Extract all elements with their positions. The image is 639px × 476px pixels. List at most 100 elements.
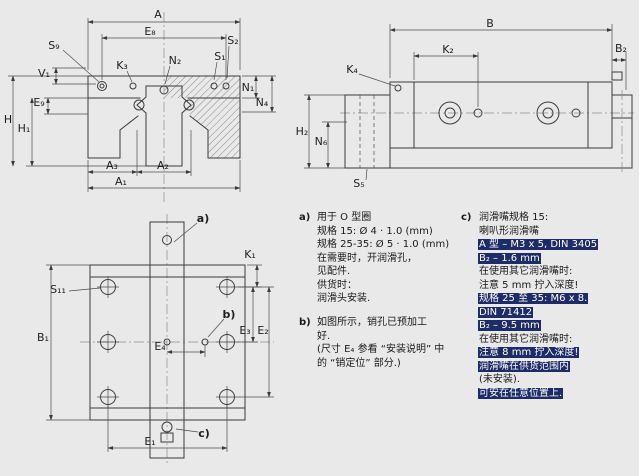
note-a: a) 用于 O 型圈 规格 15: Ø 4 · 1.0 (mm) 规格 25-3…: [299, 211, 467, 306]
note-line: 润滑嘴在供货范围内: [478, 360, 570, 372]
note-line: 可安在任意位置上.: [478, 387, 564, 399]
bolt-hole: [438, 101, 462, 125]
note-c: c) 润滑嘴规格 15: 喇叭形润滑嘴 A 型 – M3 x 5, DIN 34…: [461, 211, 637, 400]
dim-label-N4: N₄: [256, 96, 269, 109]
note-line: 注意 8 mm 拧入深度!: [478, 347, 580, 358]
rail-hole-top: [162, 235, 172, 245]
note-c-marker: c): [461, 212, 472, 223]
mounting-holes: [97, 276, 238, 408]
note-line: 供货时：: [317, 279, 357, 291]
lube-nipple: [611, 71, 623, 81]
dim-label-N2: N₂: [169, 54, 182, 67]
hole-n2: [159, 85, 169, 95]
note-line: 如图所示，销孔已预加工: [317, 317, 427, 328]
note-line: (未安装).: [479, 374, 520, 385]
dim-label-K3: K₃: [116, 59, 128, 72]
dim-label-H: H: [4, 113, 12, 126]
section-hatch: [164, 76, 240, 158]
bolt-hole: [536, 101, 560, 125]
side-dimensions: B K₂ B₂ K₄ H₂ N₆ S₅: [296, 17, 627, 190]
side-view: [340, 71, 634, 172]
dim-label-B1: B₁: [37, 331, 49, 344]
hole-k3: [129, 82, 137, 90]
dim-label-S11: S₁₁: [50, 283, 66, 296]
top-view: a) b) c): [80, 212, 274, 464]
rail-side: [344, 94, 633, 169]
carriage-top-outline: [89, 264, 246, 421]
dim-label-E8: E₈: [144, 25, 156, 38]
dim-label-E2: E₂: [257, 324, 268, 337]
note-line: B₂ – 1.6 mm: [478, 252, 541, 264]
note-a-lines: 用于 O 型圈 规格 15: Ø 4 · 1.0 (mm) 规格 25-35: …: [316, 211, 467, 306]
note-line: 规格 25 至 35: M6 x 8.: [478, 293, 589, 304]
front-section-view: [87, 12, 241, 205]
dim-label-K2: K₂: [442, 43, 454, 56]
dim-label-K4: K₄: [346, 63, 358, 76]
dim-label-E1: E₁: [144, 435, 155, 448]
note-line: 好.: [317, 330, 331, 342]
small-hole: [473, 108, 483, 118]
note-b: b) 如图所示，销孔已预加工 好. (尺寸 E₄ 参看 “安装说明” 中 的 “…: [299, 316, 467, 370]
hole-s9-inner: [99, 83, 105, 89]
rail-section-hatch: [344, 94, 391, 169]
ball-left: [133, 99, 145, 111]
dim-label-V1: V₁: [38, 67, 50, 80]
hole-s9: [97, 81, 107, 91]
note-line: 规格 25-35: Ø 5 · 1.0 (mm): [317, 239, 450, 250]
dim-label-A1: A₁: [115, 175, 127, 188]
callout-a: a): [197, 212, 209, 225]
note-line: 注意 5 mm 拧入深度!: [479, 279, 579, 291]
note-a-marker: a): [299, 212, 311, 223]
small-hole: [571, 108, 581, 118]
front-dimensions: A E₈ S₂ S₁ S₉ K₃ N₂ N₁ N₄ V₁: [4, 8, 276, 192]
rail-hole-center: [163, 338, 171, 346]
carriage-outline: [87, 75, 241, 159]
lube-fitting: [161, 421, 173, 433]
note-line: 喇叭形润滑嘴: [479, 225, 539, 237]
note-line: DIN 71412: [478, 306, 534, 318]
bolt-hole-inner: [444, 107, 456, 119]
dim-label-N1: N₁: [242, 81, 255, 94]
note-line: 润滑嘴规格 15:: [479, 212, 549, 223]
dim-label-S2: S₂: [227, 34, 238, 47]
note-line: 润滑头安装.: [317, 293, 371, 304]
lube-fitting-body: [160, 432, 174, 443]
note-line: 用于 O 型圈: [317, 212, 372, 223]
callout-c: c): [198, 427, 210, 440]
dim-label-A: A: [154, 8, 162, 21]
note-line: 的 “销定位” 部分.): [317, 357, 401, 369]
bolt-hole-inner: [542, 107, 554, 119]
note-line: B₂ – 9.5 mm: [478, 320, 541, 331]
note-line: A 型 – M3 x 5, DIN 3405: [478, 239, 599, 250]
dim-label-B2: B₂: [615, 42, 627, 55]
ball-right: [183, 99, 195, 111]
dim-label-A2: A₂: [157, 159, 169, 172]
k4-port: [394, 84, 402, 92]
callout-b: b): [223, 308, 236, 321]
carriage-body: [389, 81, 613, 149]
note-line: (尺寸 E₄ 参看 “安装说明” 中: [317, 344, 445, 355]
dim-label-K1: K₁: [244, 248, 256, 261]
top-dimensions: K₁ S₁₁ B₁ E₃ E₂ E₄ E₁: [37, 248, 274, 452]
dim-label-E9: E₉: [33, 96, 44, 109]
note-c-lines: 润滑嘴规格 15: 喇叭形润滑嘴 A 型 – M3 x 5, DIN 3405 …: [478, 211, 637, 400]
dim-label-S5: S₅: [353, 177, 364, 190]
note-b-lines: 如图所示，销孔已预加工 好. (尺寸 E₄ 参看 “安装说明” 中 的 “销定位…: [316, 316, 467, 370]
note-line: 规格 15: Ø 4 · 1.0 (mm): [317, 225, 433, 237]
hole-s2: [222, 82, 230, 90]
hole-s1: [210, 82, 218, 90]
note-line: 在使用其它润滑嘴时:: [479, 266, 573, 277]
note-b-marker: b): [299, 317, 311, 328]
dim-label-A3: A₃: [106, 159, 118, 172]
dim-label-E4: E₄: [154, 340, 166, 353]
dim-label-N6: N₆: [315, 135, 328, 148]
note-line: 在需要时，开润滑孔，: [317, 252, 417, 264]
dim-label-E3: E₃: [239, 324, 250, 337]
note-line: 见配件.: [317, 266, 351, 277]
dim-label-S1: S₁: [214, 50, 225, 63]
note-line: 在使用其它润滑嘴时:: [479, 333, 573, 345]
rail-profile: [136, 85, 192, 167]
dim-label-B: B: [486, 17, 494, 30]
